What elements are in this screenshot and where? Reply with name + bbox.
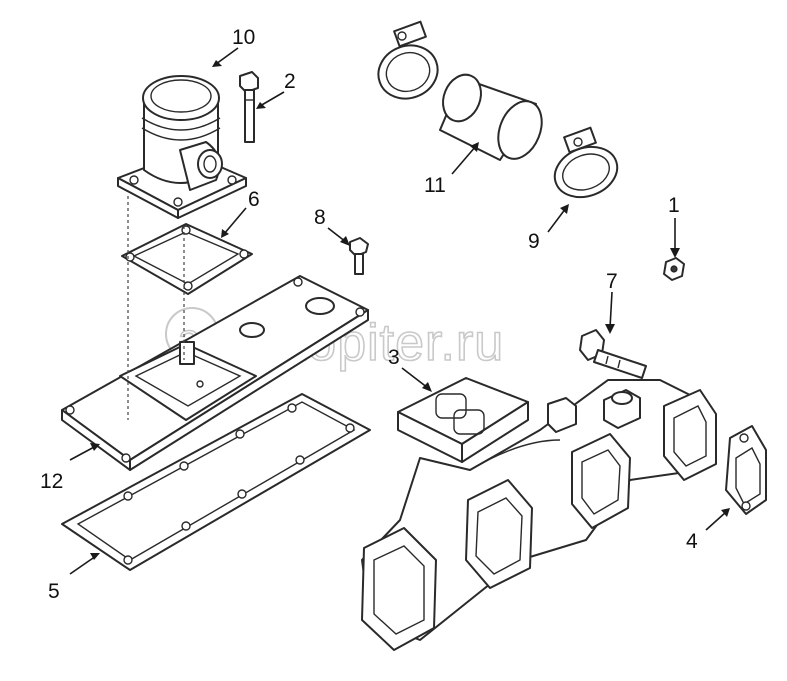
arrow-7 (605, 324, 615, 334)
arrow-12 (90, 443, 100, 451)
arrow-11 (470, 142, 479, 152)
arrow-8 (340, 236, 350, 246)
leader-9 (547, 207, 567, 233)
callout-1: 1 (668, 194, 680, 217)
gasket-5 (61, 393, 371, 571)
alignment-lines (127, 196, 185, 420)
clamp-upper (377, 20, 439, 100)
leader-7 (609, 291, 613, 329)
callout-4: 4 (686, 530, 698, 553)
callout-labels: 10 2 6 8 11 9 1 7 3 4 12 5 (40, 26, 698, 603)
arrow-5 (90, 553, 100, 560)
callout-3: 3 (388, 346, 400, 369)
leader-lines (69, 47, 730, 575)
leader-6 (223, 207, 247, 235)
callout-7: 7 (606, 270, 618, 293)
gasket-4 (725, 425, 767, 515)
nut-1 (663, 257, 685, 281)
callout-11: 11 (424, 174, 446, 197)
leader-11 (451, 145, 477, 175)
arrow-1 (670, 248, 680, 258)
arrow-6 (221, 229, 229, 238)
leader-3 (401, 367, 429, 389)
callout-10: 10 (232, 26, 255, 49)
callout-12: 12 (40, 470, 63, 493)
callout-9: 9 (528, 230, 540, 253)
leader-2 (259, 91, 285, 107)
leader-10 (215, 47, 239, 65)
hose-11 (439, 73, 543, 161)
leader-5 (69, 555, 97, 575)
clamp-9 (553, 126, 619, 199)
leader-4 (705, 511, 727, 531)
leader-12 (69, 445, 97, 461)
outlet-housing (117, 75, 247, 219)
arrow-9 (560, 204, 569, 214)
arrow-4 (721, 508, 730, 517)
callout-6: 6 (248, 188, 260, 211)
exhaust-manifold-3 (361, 377, 717, 651)
arrow-3 (422, 382, 432, 392)
bolt-2 (239, 71, 259, 143)
gasket-6 (121, 223, 253, 295)
arrow-10 (212, 60, 222, 67)
arrow-2 (256, 102, 266, 109)
cover-plate-12 (61, 275, 369, 471)
bolt-7 (579, 329, 647, 379)
callout-8: 8 (314, 206, 326, 229)
callout-2: 2 (284, 70, 296, 93)
bolt-8 (349, 237, 369, 275)
callout-5: 5 (48, 580, 60, 603)
